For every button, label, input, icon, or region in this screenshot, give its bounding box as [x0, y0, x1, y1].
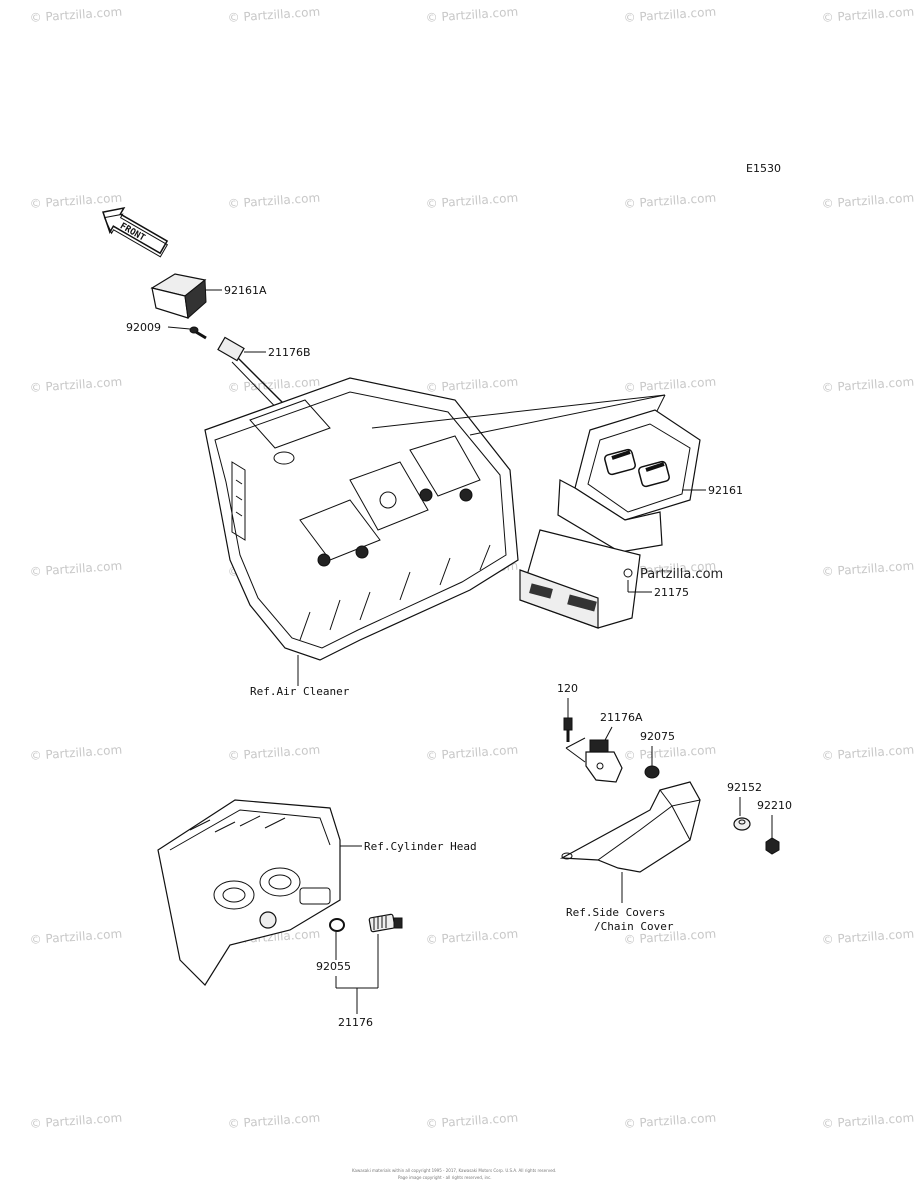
- watermark: © Partzilla.com: [821, 191, 914, 211]
- ref-cylinder-head: Ref.Cylinder Head: [364, 840, 477, 853]
- watermark: © Partzilla.com: [227, 1111, 320, 1131]
- part-92055-washer[interactable]: [329, 918, 345, 932]
- part-92161A-damper[interactable]: [150, 273, 207, 319]
- watermark: © Partzilla.com: [821, 743, 914, 763]
- watermark: © Partzilla.com: [821, 1111, 914, 1131]
- label-92152: 92152: [727, 781, 762, 794]
- watermark: © Partzilla.com: [29, 927, 122, 947]
- watermark: © Partzilla.com: [29, 559, 122, 579]
- ref-air-cleaner: Ref.Air Cleaner: [250, 685, 350, 698]
- watermark: © Partzilla.com: [623, 743, 716, 763]
- watermark: © Partzilla.com: [425, 5, 518, 25]
- watermark: © Partzilla.com: [623, 375, 716, 395]
- watermark: © Partzilla.com: [227, 191, 320, 211]
- watermark: © Partzilla.com: [425, 375, 518, 395]
- part-92009-screw[interactable]: [189, 326, 207, 340]
- watermark: © Partzilla.com: [227, 375, 320, 395]
- watermark: © Partzilla.com: [425, 927, 518, 947]
- watermark: © Partzilla.com: [425, 743, 518, 763]
- side-cover-bracket: [559, 781, 701, 873]
- footer-copyright: Kawasaki materials within all copyright …: [352, 1168, 556, 1173]
- label-92075: 92075: [640, 730, 675, 743]
- watermark: © Partzilla.com: [227, 5, 320, 25]
- watermark: © Partzilla.com: [623, 5, 716, 25]
- watermark: © Partzilla.com: [623, 559, 716, 579]
- watermark-layer: © Partzilla.com © Partzilla.com © Partzill…: [29, 5, 914, 1131]
- inline-watermark: Partzilla.com: [640, 567, 723, 582]
- ref-side-covers-line1: Ref.Side Covers: [566, 906, 665, 919]
- watermark: © Partzilla.com: [29, 191, 122, 211]
- watermark: © Partzilla.com: [29, 743, 122, 763]
- footer-copyright-2: Page image copyright - all rights reserv…: [398, 1175, 492, 1180]
- diagram-code: E1530: [746, 162, 781, 175]
- watermark: © Partzilla.com: [623, 191, 716, 211]
- label-92055: 92055: [316, 960, 351, 973]
- part-92161-ecu-holder[interactable]: [557, 409, 701, 553]
- label-21175: 21175: [654, 586, 689, 599]
- label-21176B: 21176B: [268, 346, 311, 359]
- air-cleaner-housing: [204, 377, 519, 661]
- front-arrow-icon: FRONT: [102, 206, 169, 258]
- part-92075-grommet[interactable]: [644, 765, 660, 779]
- label-92210: 92210: [757, 799, 792, 812]
- watermark: © Partzilla.com: [227, 743, 320, 763]
- part-92210-nut[interactable]: [765, 837, 780, 855]
- label-92161A: 92161A: [224, 284, 267, 297]
- watermark: © Partzilla.com: [821, 5, 914, 25]
- label-21176A: 21176A: [600, 711, 643, 724]
- watermark: © Partzilla.com: [623, 1111, 716, 1131]
- cylinder-head: [157, 799, 341, 986]
- ref-side-covers-line2: /Chain Cover: [594, 920, 674, 933]
- watermark: © Partzilla.com: [29, 1111, 122, 1131]
- watermark: © Partzilla.com: [29, 375, 122, 395]
- part-21175-ecu[interactable]: [519, 529, 641, 629]
- part-120-bolt[interactable]: [563, 717, 573, 742]
- label-92009: 92009: [126, 321, 161, 334]
- label-21176: 21176: [338, 1016, 373, 1029]
- watermark: © Partzilla.com: [623, 927, 716, 947]
- part-92152-collar[interactable]: [733, 817, 751, 831]
- label-92161: 92161: [708, 484, 743, 497]
- part-21176A-sensor[interactable]: [585, 739, 623, 783]
- watermark: © Partzilla.com: [821, 375, 914, 395]
- watermark: © Partzilla.com: [425, 1111, 518, 1131]
- watermark: © Partzilla.com: [821, 927, 914, 947]
- watermark: © Partzilla.com: [29, 5, 122, 25]
- watermark: © Partzilla.com: [821, 559, 914, 579]
- part-21176-sensor[interactable]: [368, 913, 403, 933]
- watermark: © Partzilla.com: [425, 191, 518, 211]
- label-120: 120: [557, 682, 578, 695]
